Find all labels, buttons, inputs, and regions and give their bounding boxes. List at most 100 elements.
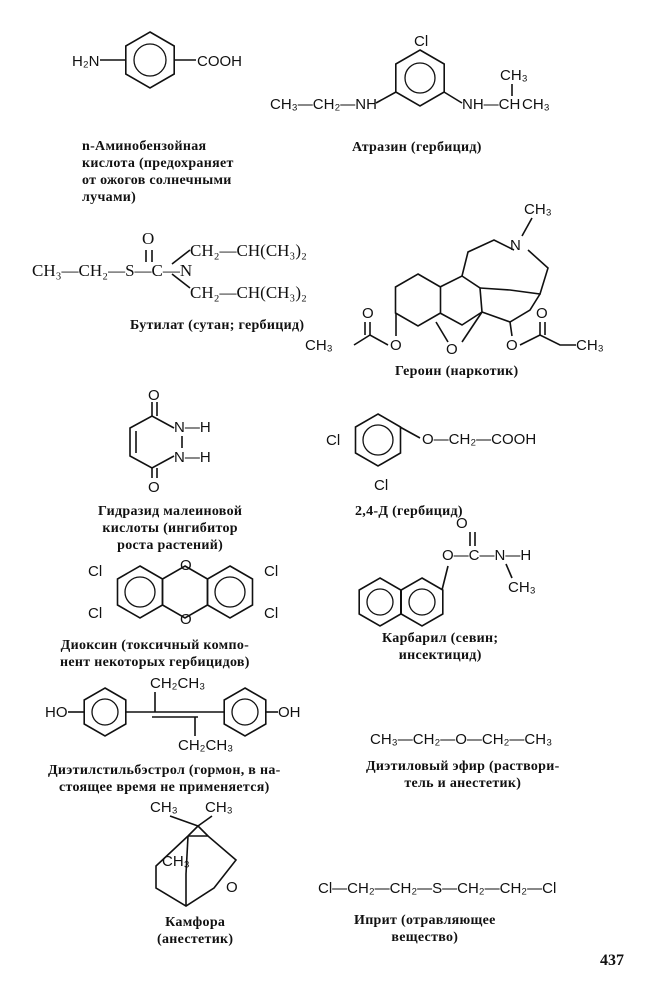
svg-text:CH₃: CH₃ — [305, 337, 333, 354]
svg-text:O: O — [506, 337, 518, 354]
structure-dioxin: O O Cl Cl Cl Cl — [88, 557, 278, 628]
svg-text:Cl: Cl — [264, 563, 278, 580]
svg-text:CH₃: CH₃ — [150, 799, 178, 816]
caption-p-aminobenzoic-acid: n-Аминобензойная кислота (предохраняет о… — [82, 138, 234, 206]
svg-text:O—C—N—H: O—C—N—H — [442, 547, 531, 564]
svg-text:CH₃: CH₃ — [524, 201, 552, 218]
caption-line: тель и анестетик) — [404, 776, 522, 791]
structure-camphor: CH₃ CH₃ CH₃ O — [150, 799, 238, 907]
ring-icon — [394, 273, 442, 327]
caption-line: Камфора — [165, 915, 226, 930]
svg-text:CH₃: CH₃ — [205, 799, 233, 816]
svg-text:O: O — [226, 879, 238, 896]
caption-2-4-d: 2,4-Д (гербицид) — [355, 503, 463, 520]
svg-text:Cl: Cl — [88, 563, 102, 580]
svg-text:CH₃—CH₂—NH: CH₃—CH₂—NH — [270, 96, 377, 113]
svg-text:CH₂—CH(CH₃)₂: CH₂—CH(CH₃)₂ — [190, 283, 307, 302]
svg-text:CH₃: CH₃ — [162, 853, 190, 870]
svg-text:H₂N: H₂N — [72, 53, 100, 70]
ring-icon — [400, 577, 444, 627]
ring-icon — [206, 565, 254, 619]
structure-maleic-hydrazide: O O N—H N—H — [129, 387, 211, 496]
caption-line: Карбарил (севин; — [382, 631, 499, 646]
caption-diethylstilbestrol: Диэтилстильбэстрол (гормон, в на-стоящее… — [48, 762, 281, 796]
svg-text:NH—CH: NH—CH — [462, 96, 520, 113]
caption-line: стоящее время не применяется) — [58, 780, 270, 795]
svg-text:N—H: N—H — [174, 449, 211, 466]
caption-line: Бутилат (сутан; гербицид) — [130, 318, 305, 333]
ring-icon — [116, 565, 164, 619]
structure-mustard-gas: Cl—CH₂—CH₂—S—CH₂—CH₂—Cl — [318, 880, 556, 897]
caption-line: Атразин (гербицид) — [352, 140, 482, 155]
svg-text:O: O — [148, 479, 160, 496]
svg-text:CH₃: CH₃ — [508, 579, 536, 596]
svg-text:Cl: Cl — [264, 605, 278, 622]
ring-icon — [223, 687, 267, 737]
structure-diethylstilbestrol: HO OH CH₂CH₃ CH₂CH₃ — [45, 675, 301, 754]
caption-line: лучами) — [82, 190, 137, 205]
svg-text:Cl: Cl — [414, 33, 428, 50]
structure-2-4-d: Cl Cl O—CH₂—COOH — [326, 413, 536, 494]
caption-line: вещество) — [391, 930, 459, 945]
structure-diethyl-ether: CH₃—CH₂—O—CH₂—CH₃ — [370, 731, 552, 748]
caption-line: Диоксин (токсичный компо- — [60, 638, 250, 653]
svg-text:CH₃: CH₃ — [500, 67, 528, 84]
svg-text:CH₃: CH₃ — [576, 337, 604, 354]
svg-text:O: O — [180, 557, 192, 574]
svg-text:CH₂—CH(CH₃)₂: CH₂—CH(CH₃)₂ — [190, 241, 307, 260]
svg-text:Cl—CH₂—CH₂—S—CH₂—CH₂—Cl: Cl—CH₂—CH₂—S—CH₂—CH₂—Cl — [318, 880, 556, 897]
structure-p-aminobenzoic-acid: H₂N COOH — [72, 31, 242, 89]
svg-text:N: N — [510, 237, 521, 254]
ring-icon — [394, 49, 446, 107]
caption-carbaryl: Карбарил (севин; инсектицид) — [382, 630, 498, 664]
caption-line: n-Аминобензойная — [82, 139, 207, 154]
svg-text:CH₂CH₃: CH₂CH₃ — [150, 675, 205, 692]
svg-text:CH₂CH₃: CH₂CH₃ — [178, 737, 233, 754]
svg-text:O: O — [180, 611, 192, 628]
svg-text:COOH: COOH — [197, 53, 242, 70]
caption-line: 2,4-Д (гербицид) — [355, 504, 463, 519]
structure-heroin: N CH₃ O O O CH₃ O O CH₃ — [305, 201, 604, 358]
svg-text:OH: OH — [278, 704, 301, 721]
caption-line: Героин (наркотик) — [395, 364, 519, 379]
svg-text:O: O — [142, 229, 154, 248]
svg-text:O: O — [446, 341, 458, 358]
svg-text:HO: HO — [45, 704, 68, 721]
caption-line: роста растений) — [117, 538, 224, 553]
caption-line: инсектицид) — [398, 648, 482, 663]
svg-text:N—H: N—H — [174, 419, 211, 436]
caption-line: Диэтиловый эфир (раствори- — [366, 759, 560, 774]
page-number: 437 — [600, 952, 624, 969]
svg-text:O—CH₂—COOH: O—CH₂—COOH — [422, 431, 536, 448]
svg-text:CH₃—CH₂—S—C—N: CH₃—CH₂—S—C—N — [32, 261, 192, 280]
caption-line: (анестетик) — [157, 932, 234, 947]
svg-text:Cl: Cl — [326, 432, 340, 449]
caption-camphor: Камфора (анестетик) — [157, 914, 233, 948]
svg-text:O: O — [148, 387, 160, 404]
svg-text:CH₃—CH₂—O—CH₂—CH₃: CH₃—CH₂—O—CH₂—CH₃ — [370, 731, 552, 748]
svg-text:CH₃: CH₃ — [522, 96, 550, 113]
ring-icon — [83, 687, 127, 737]
caption-atrazine: Атразин (гербицид) — [352, 139, 482, 156]
svg-text:Cl: Cl — [374, 477, 388, 494]
svg-text:Cl: Cl — [88, 605, 102, 622]
caption-line: кислота (предохраняет — [82, 156, 234, 171]
caption-line: Гидразид малеиновой — [98, 504, 243, 519]
ring-icon — [358, 577, 402, 627]
structure-carbaryl: O—C—N—H O CH₃ — [358, 515, 536, 627]
structure-atrazine: Cl CH₃—CH₂—NH NH—CH CH₃ CH₃ — [270, 33, 550, 113]
caption-dioxin: Диоксин (токсичный компо-нент некоторых … — [60, 637, 250, 671]
svg-text:O: O — [390, 337, 402, 354]
caption-line: нент некоторых гербицидов) — [60, 655, 250, 670]
ring-icon — [125, 31, 175, 89]
caption-diethyl-ether: Диэтиловый эфир (раствори-тель и анестет… — [366, 758, 560, 792]
caption-butylate: Бутилат (сутан; гербицид) — [130, 317, 304, 334]
svg-text:O: O — [456, 515, 468, 532]
svg-text:O: O — [536, 305, 548, 322]
structure-butylate: CH₃—CH₂—S—C—N O CH₂—CH(CH₃)₂ CH₂—CH(CH₃)… — [32, 229, 307, 302]
caption-line: Диэтилстильбэстрол (гормон, в на- — [48, 763, 281, 778]
caption-line: от ожогов солнечными — [82, 173, 232, 188]
